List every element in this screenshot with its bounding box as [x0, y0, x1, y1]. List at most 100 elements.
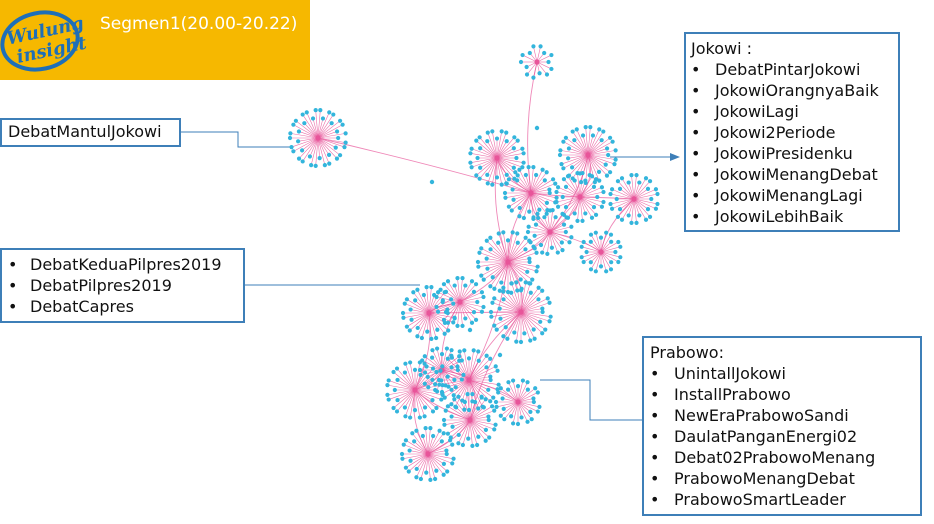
graph-spoke — [492, 261, 509, 278]
graph-node — [309, 163, 314, 168]
graph-spoke — [631, 198, 635, 223]
graph-spoke — [414, 371, 437, 391]
graph-spoke — [427, 441, 443, 455]
graph-spoke — [496, 157, 514, 168]
graph-spoke — [427, 453, 453, 464]
graph-node — [533, 386, 538, 391]
list-item: PrabowoSmartLeader — [650, 489, 920, 510]
graph-node — [454, 405, 459, 410]
graph-node — [619, 176, 625, 181]
graph-node — [615, 179, 621, 184]
graph-spoke — [520, 311, 550, 322]
graph-spoke — [587, 154, 600, 173]
graph-spoke — [507, 248, 535, 263]
graph-spoke — [510, 401, 519, 417]
callout-jokowi-hashtags: Jokowi : DebatPintarJokowi JokowiOrangny… — [684, 32, 900, 232]
graph-spoke — [496, 157, 523, 168]
graph-spoke — [470, 153, 498, 159]
graph-spoke — [496, 157, 502, 185]
graph-node — [550, 208, 555, 213]
graph-node — [581, 259, 586, 265]
graph-spoke — [424, 356, 443, 371]
graph-node — [653, 187, 659, 192]
graph-spoke — [579, 196, 604, 203]
graph-spoke — [393, 371, 416, 391]
graph-spoke — [480, 157, 498, 168]
graph-node — [433, 387, 438, 393]
graph-spoke — [530, 192, 548, 204]
graph-node — [461, 372, 466, 377]
graph-node — [612, 161, 617, 167]
graph-node — [474, 138, 479, 143]
graph-node — [561, 177, 567, 182]
graph-spoke — [404, 372, 416, 391]
graph-node — [443, 408, 448, 413]
graph-hub-node — [505, 259, 511, 265]
graph-spoke — [579, 186, 603, 198]
graph-node — [493, 399, 499, 405]
graph-spoke — [610, 193, 635, 200]
graph-node — [517, 205, 522, 211]
graph-spoke — [447, 301, 461, 323]
graph-spoke — [587, 154, 615, 165]
graph-spoke — [567, 176, 581, 198]
graph-spoke — [498, 233, 509, 263]
graph-spoke — [462, 379, 470, 401]
graph-spoke — [471, 157, 498, 168]
list-item: JokowiMenangLagi — [691, 185, 898, 206]
graph-node — [463, 316, 468, 321]
graph-spoke — [414, 389, 437, 409]
graph-spoke — [451, 367, 470, 381]
graph-spoke — [425, 453, 429, 473]
graph-spoke — [517, 380, 524, 403]
graph-node — [409, 317, 414, 322]
graph-node — [421, 292, 426, 298]
graph-spoke — [549, 217, 567, 233]
graph-spoke — [427, 430, 440, 455]
graph-spoke — [579, 196, 595, 208]
graph-spoke — [507, 311, 522, 339]
graph-node — [607, 170, 613, 175]
graph-node — [540, 331, 545, 336]
graph-node — [465, 392, 470, 397]
graph-node — [546, 59, 551, 65]
graph-node — [519, 415, 524, 420]
graph-spoke — [617, 180, 635, 200]
graph-spoke — [628, 198, 635, 216]
graph-spoke — [633, 175, 637, 200]
graph-spoke — [459, 301, 483, 313]
graph-node — [579, 255, 584, 260]
graph-node — [451, 320, 456, 325]
graph-spoke — [428, 312, 449, 331]
graph-spoke — [520, 298, 548, 313]
graph-node — [386, 378, 391, 383]
graph-hub-node — [518, 309, 524, 315]
graph-spoke — [451, 416, 471, 421]
graph-spoke — [468, 355, 487, 381]
graph-spoke — [520, 311, 546, 330]
graph-node — [523, 247, 528, 252]
graph-node — [521, 215, 526, 221]
graph-spoke — [579, 176, 593, 198]
graph-node — [429, 179, 435, 185]
graph-spoke — [428, 299, 452, 314]
graph-spoke — [317, 137, 341, 156]
graph-hub-node — [547, 229, 553, 235]
graph-node — [511, 165, 516, 170]
graph-node — [453, 385, 458, 390]
graph-spoke — [507, 261, 522, 289]
graph-node — [291, 122, 296, 127]
graph-node — [494, 136, 500, 141]
graph-spoke — [517, 401, 540, 408]
graph-spoke — [428, 292, 445, 314]
list-item: JokowiPresidenku — [691, 143, 898, 164]
graph-node — [438, 368, 443, 373]
graph-spoke — [317, 133, 346, 139]
graph-node — [442, 422, 447, 427]
graph-spoke — [406, 312, 430, 327]
graph-node — [493, 364, 498, 369]
graph-node — [515, 240, 520, 245]
graph-spoke — [317, 114, 334, 139]
graph-node — [326, 152, 332, 157]
graph-spoke — [417, 289, 430, 314]
